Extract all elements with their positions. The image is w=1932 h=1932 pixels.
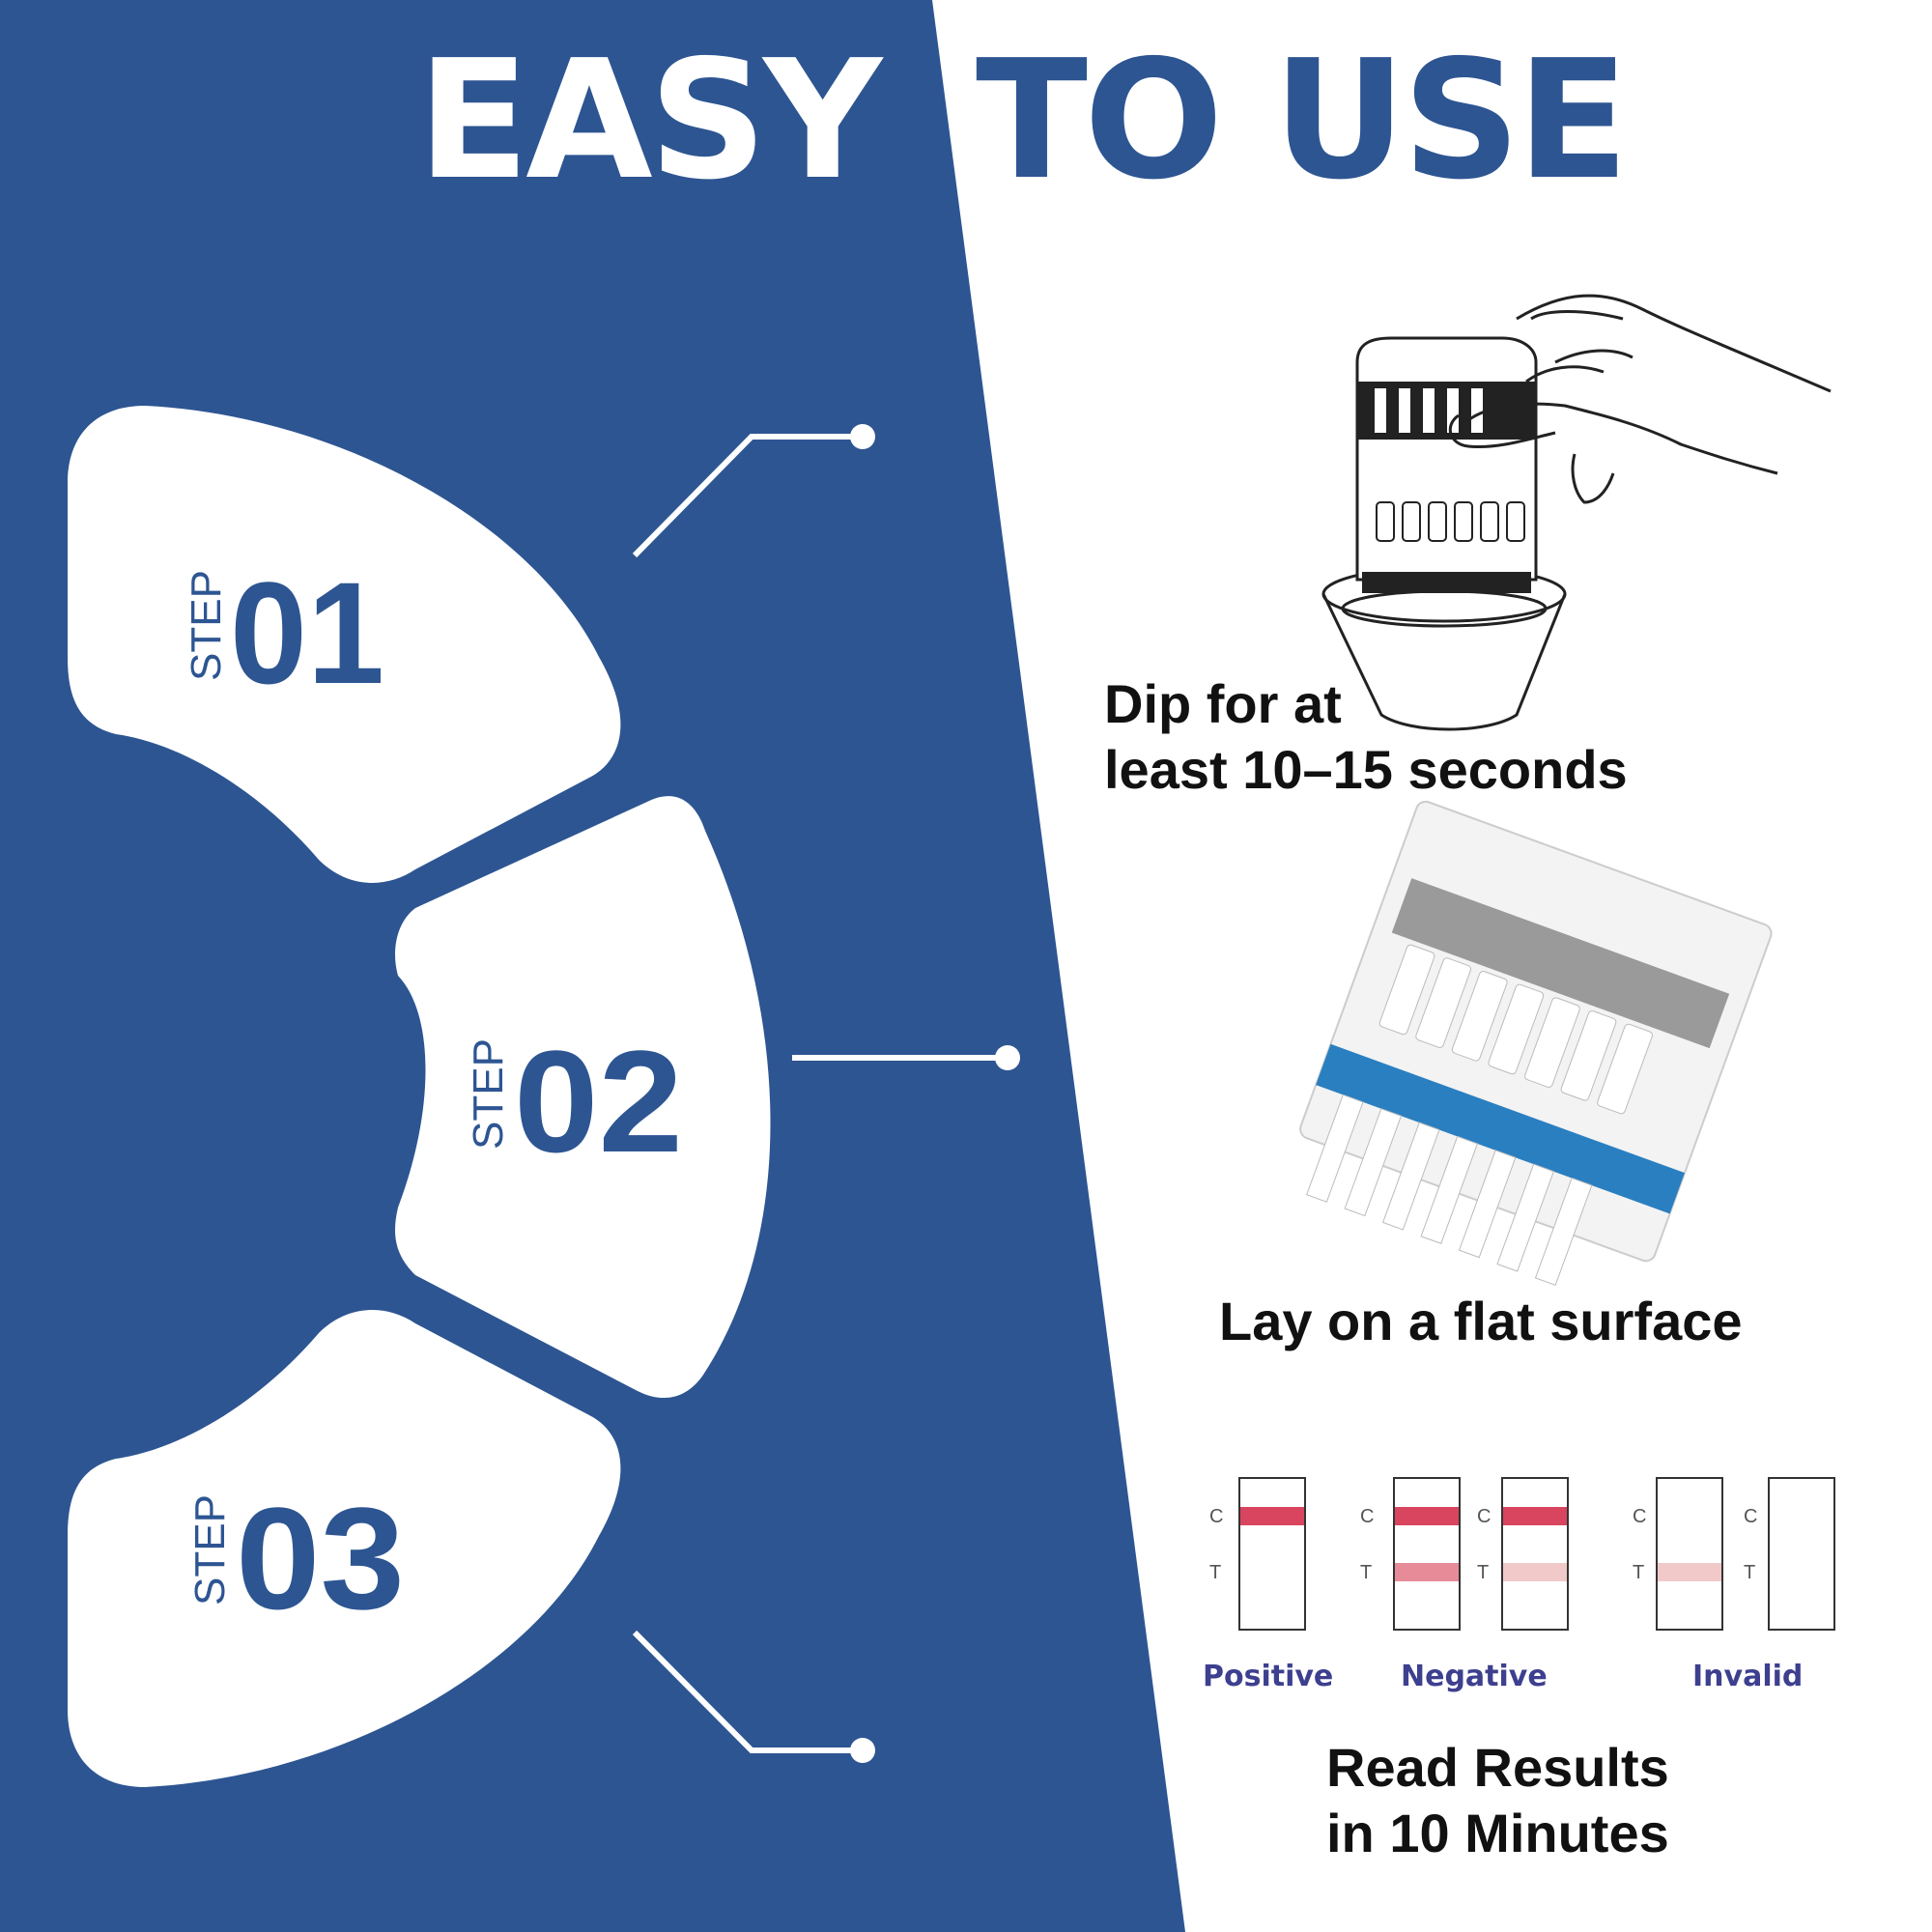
svg-text:T: T	[1633, 1562, 1644, 1583]
step-02-number: 02	[514, 1020, 683, 1182]
caption-step-03: Read Results in 10 Minutes	[1326, 1735, 1669, 1866]
step-01-shape	[68, 406, 621, 883]
svg-text:C: C	[1477, 1506, 1491, 1527]
connector-01	[632, 434, 863, 558]
caption-step-02-line1: Lay on a flat surface	[1219, 1291, 1743, 1351]
connector-01-dot	[850, 424, 875, 449]
result-lines	[1240, 1507, 1721, 1581]
caption-step-01: Dip for at least 10–15 seconds	[1104, 671, 1628, 803]
step-03-label: STEP	[186, 1494, 234, 1605]
caption-step-03-line2: in 10 Minutes	[1326, 1803, 1669, 1863]
svg-text:T: T	[1360, 1562, 1372, 1583]
title-easy: EASY	[417, 25, 882, 216]
connector-03-dot	[850, 1738, 875, 1763]
svg-text:C: C	[1360, 1506, 1374, 1527]
caption-step-02: Lay on a flat surface	[1219, 1289, 1743, 1354]
dip-illustration	[1321, 294, 1832, 731]
strip-negative-1	[1393, 1477, 1461, 1631]
result-negative-label: Negative	[1401, 1660, 1548, 1693]
step-01-label: STEP	[183, 570, 230, 681]
strip-invalid-2	[1768, 1477, 1835, 1631]
caption-step-03-line1: Read Results	[1326, 1737, 1669, 1798]
step-01-number: 01	[230, 552, 384, 714]
strip-negative-2	[1501, 1477, 1569, 1631]
test-card-illustration	[1299, 800, 1773, 1287]
connector-02-dot	[995, 1045, 1020, 1070]
caption-step-01-line2: least 10–15 seconds	[1104, 739, 1628, 800]
strip-positive	[1238, 1477, 1306, 1631]
strip-letters: C T C T C T C T C T	[1209, 1506, 1757, 1583]
step-02-shape	[395, 796, 771, 1399]
svg-text:C: C	[1744, 1506, 1757, 1527]
svg-text:C: C	[1633, 1506, 1646, 1527]
svg-text:T: T	[1744, 1562, 1755, 1583]
svg-text:T: T	[1209, 1562, 1221, 1583]
result-strips	[1238, 1477, 1835, 1631]
title-to-use: TO USE	[976, 25, 1629, 216]
step-02-label: STEP	[465, 1038, 512, 1150]
svg-text:C: C	[1209, 1506, 1223, 1527]
caption-step-01-line1: Dip for at	[1104, 673, 1342, 734]
strip-invalid-1	[1656, 1477, 1723, 1631]
result-positive-label: Positive	[1203, 1660, 1334, 1693]
step-03-shape	[68, 1310, 621, 1787]
result-invalid-label: Invalid	[1692, 1660, 1804, 1693]
svg-text:T: T	[1477, 1562, 1489, 1583]
step-03-number: 03	[236, 1477, 405, 1639]
connector-03	[632, 1630, 863, 1753]
